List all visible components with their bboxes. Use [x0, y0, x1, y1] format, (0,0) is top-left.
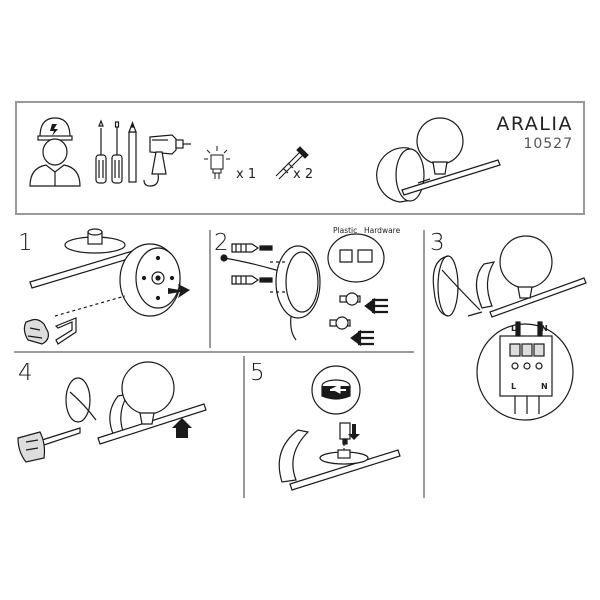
product-name: ARALIA [496, 113, 573, 135]
step-3-illustration [432, 235, 587, 421]
terminal-bottom-n: N [541, 382, 548, 391]
step-number-4: 4 [18, 360, 33, 386]
drill-icon [143, 134, 191, 187]
step-1-arrow-icon [168, 284, 190, 298]
screwdriver-flat-icon [111, 121, 123, 184]
label-plastic: Plastic [333, 226, 357, 235]
dowel-count: x 2 [293, 167, 313, 182]
terminal-top-n: N [541, 324, 548, 333]
terminal-bottom-l: L [511, 382, 516, 391]
panel-dividers [14, 230, 425, 498]
step-2-illustration [220, 233, 385, 341]
step-2-arrow-icons [350, 297, 388, 347]
step-4-hand-icon [17, 431, 46, 463]
header-panel: x 1 x 2 ARALIA 10527 [15, 101, 585, 215]
pencil-icon [128, 121, 137, 183]
bulb-icon [204, 146, 230, 179]
rotate-arrow-icon [330, 384, 341, 394]
screwdriver-phillips-icon [95, 119, 107, 184]
step-5-arrow-icon [348, 424, 360, 440]
terminal-top-l: L [511, 324, 516, 333]
step-4-arrow-icon [172, 418, 192, 438]
bulb-count: x 1 [236, 167, 256, 182]
label-hardware: Hardware [364, 226, 401, 235]
product-code: 10527 [523, 136, 573, 152]
step-number-2: 2 [214, 230, 229, 256]
step-1-illustration [29, 228, 181, 345]
worker-icon [29, 117, 81, 187]
step-1-hand-icon [23, 318, 49, 345]
step-number-1: 1 [18, 230, 33, 256]
step-4-illustration [41, 361, 207, 452]
step-number-3: 3 [430, 230, 445, 256]
dowel-screw-icon [275, 146, 309, 180]
lamp-illustration [376, 117, 501, 203]
step-5-illustration [278, 365, 401, 491]
step-number-5: 5 [250, 360, 265, 386]
